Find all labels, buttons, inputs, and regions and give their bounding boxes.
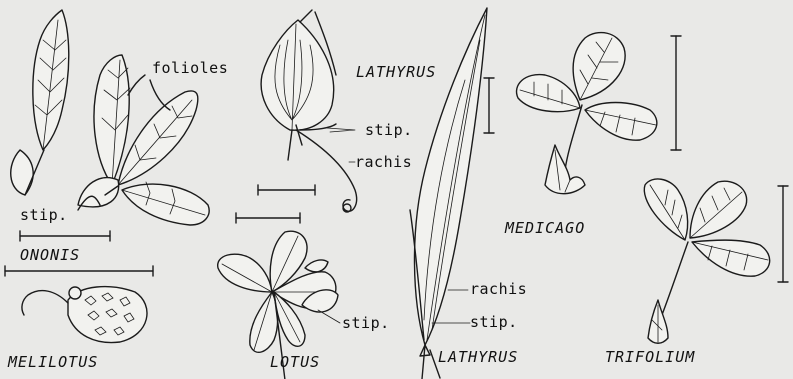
label-stip-lathyrus-bottom: stip. [470,315,518,330]
medicago-drawing [517,33,681,194]
label-stip-lathyrus-top: stip. [365,123,413,138]
label-trifolium: TRIFOLIUM [605,350,695,365]
label-melilotus: MELILOTUS [8,355,98,370]
label-lathyrus-bottom: LATHYRUS [438,350,518,365]
label-rachis-bottom: rachis [470,282,527,297]
melilotus-drawing [5,266,153,343]
label-ononis: ONONIS [20,248,80,263]
label-rachis-top: rachis [355,155,412,170]
trifolium-drawing [644,179,788,343]
label-stip-ononis: stip. [20,208,68,223]
label-lathyrus-top: LATHYRUS [356,65,436,80]
label-stip-lotus: stip. [342,316,390,331]
label-lotus: LOTUS [270,355,320,370]
label-medicago: MEDICAGO [505,221,585,236]
label-folioles: folioles [152,61,228,76]
